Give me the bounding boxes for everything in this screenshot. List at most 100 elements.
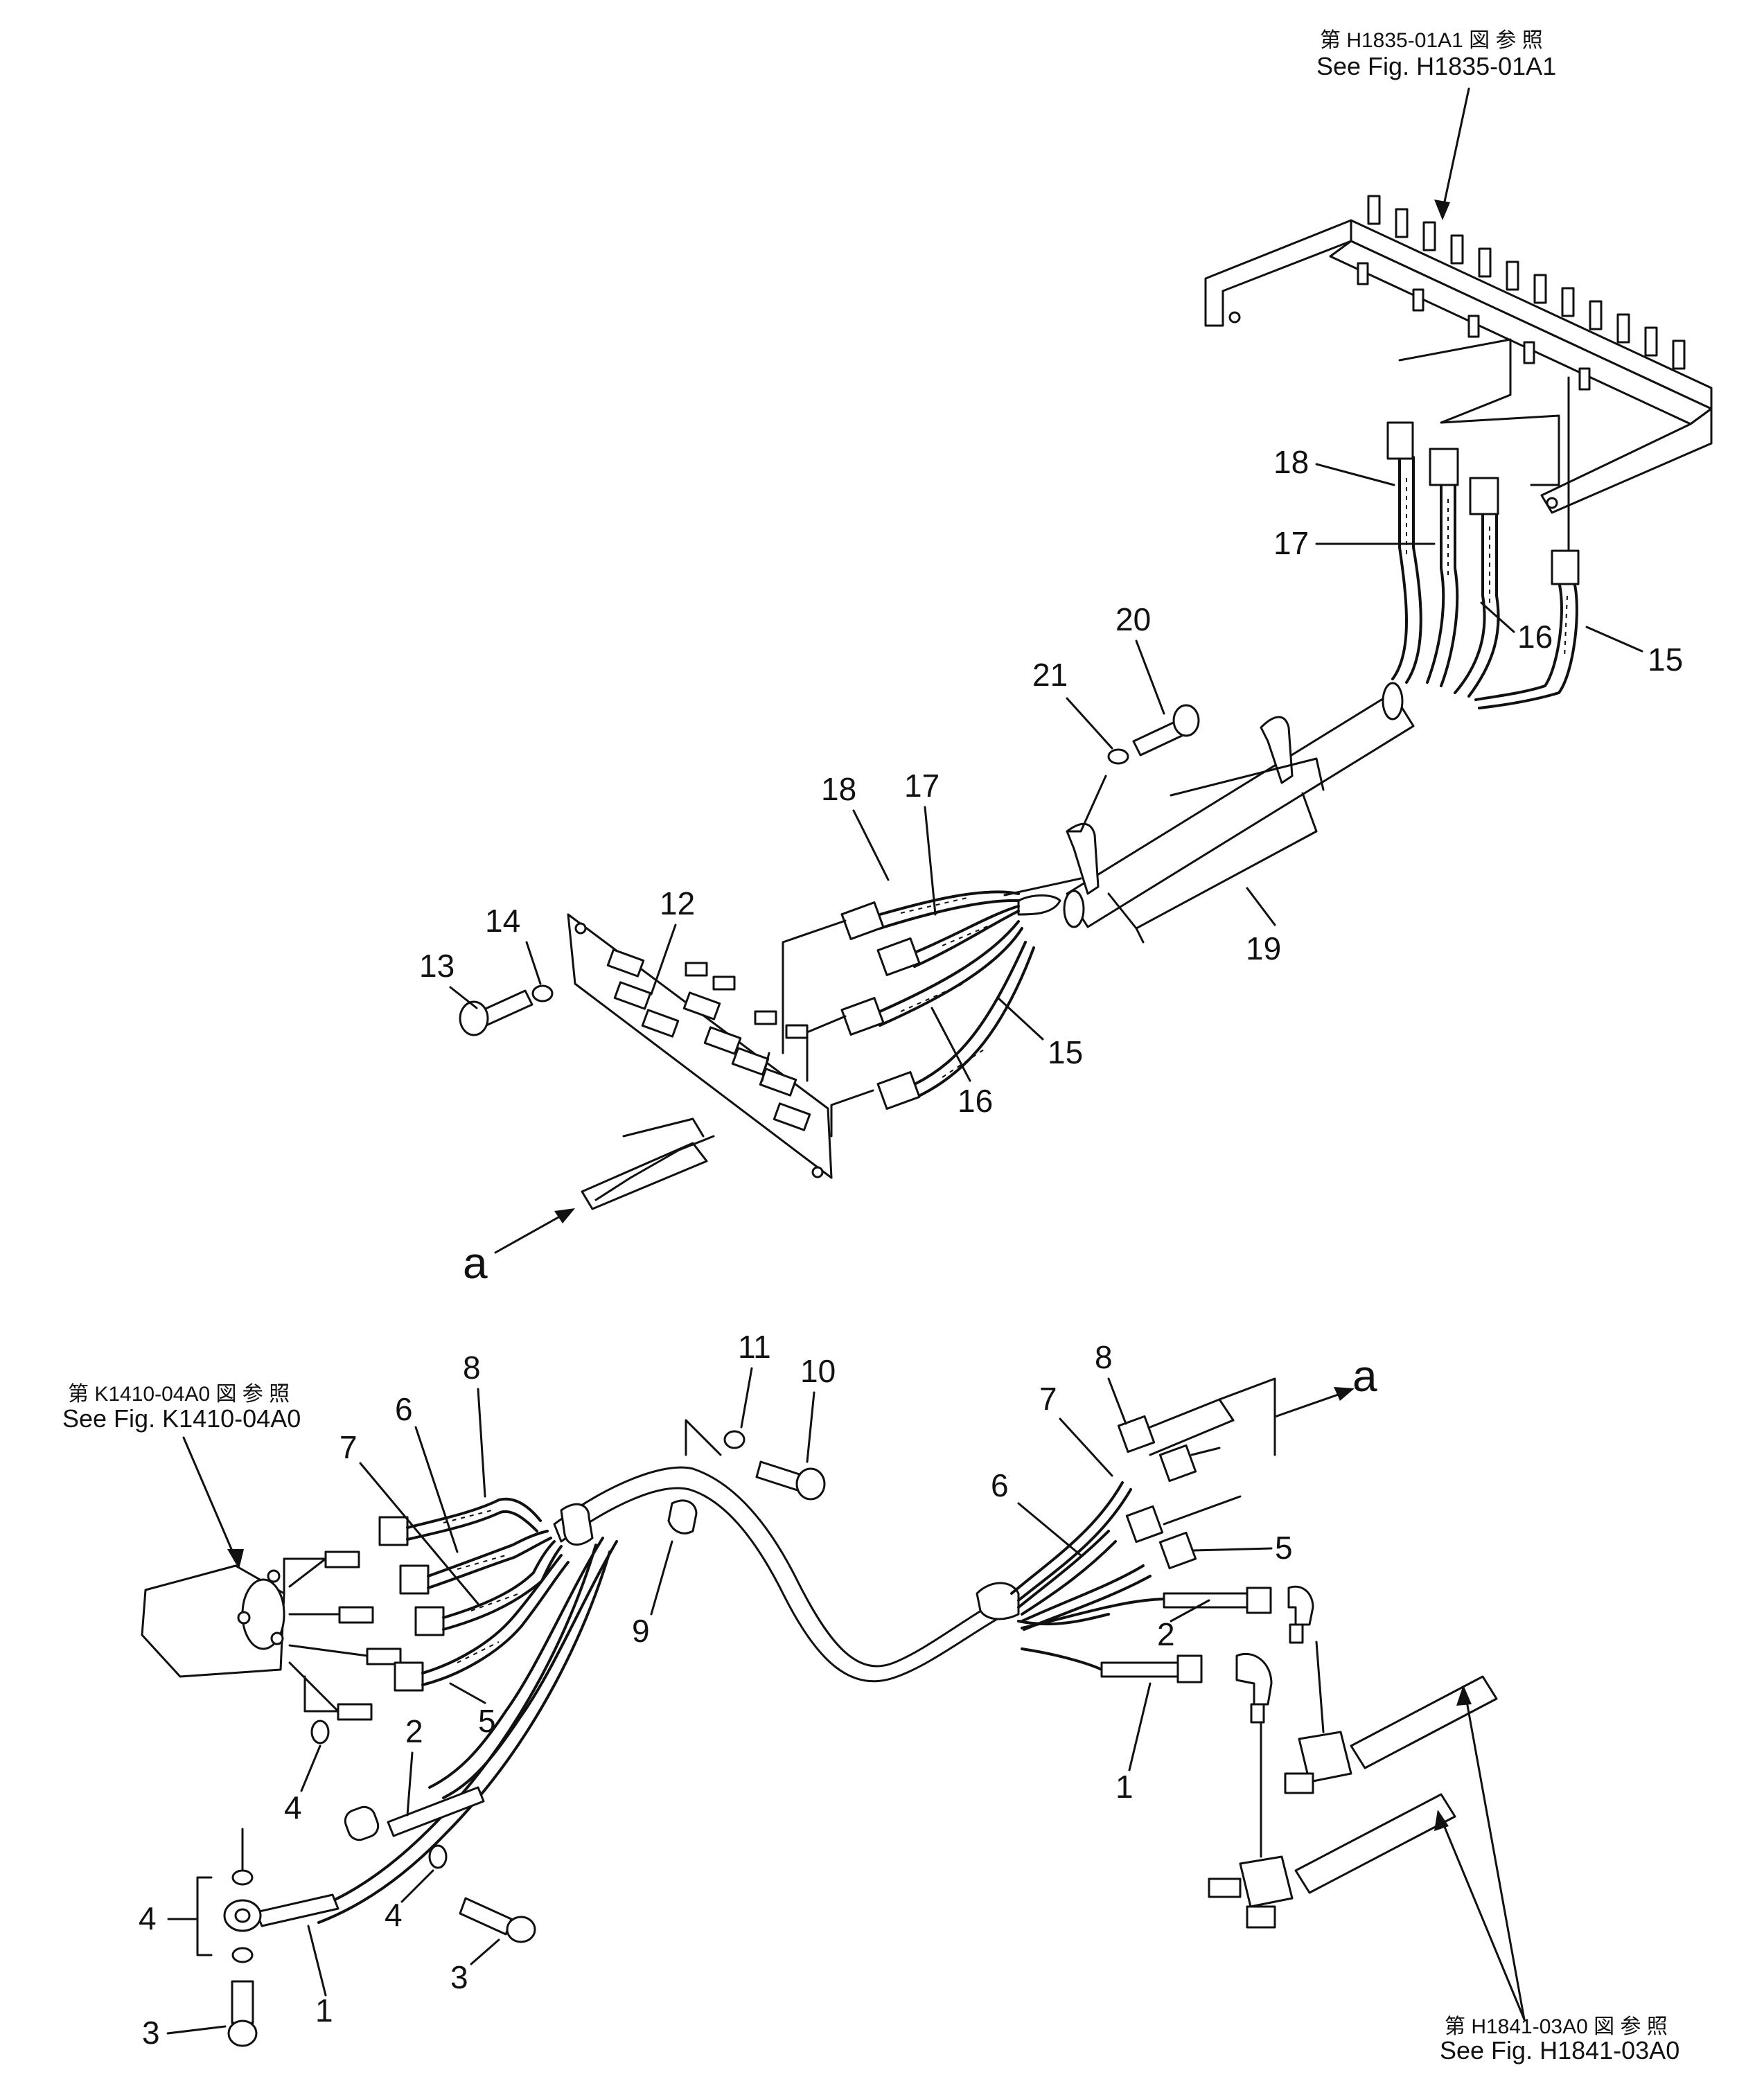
nut-6-right [1125,1505,1164,1544]
arrow-label-a-top: a [463,1238,488,1288]
hose-1-sleeve [255,1893,339,1927]
callout-8-left: 8 [463,1350,481,1386]
callout-10: 10 [800,1353,836,1389]
callout-2-left: 2 [405,1713,423,1749]
callout-6-right: 6 [991,1467,1009,1503]
bolt-20 [1132,704,1200,757]
callout-5-right: 5 [1275,1530,1293,1566]
hose-15-lower-nut [876,1071,921,1110]
callout-16-top: 16 [1517,619,1553,655]
callout-7-left: 7 [339,1429,358,1465]
swivel-joint [141,1564,285,1678]
hose-18-lower-nut [840,901,885,940]
nut-8-left [378,1516,409,1546]
callout-5-left: 5 [478,1703,496,1739]
hoses-right-1-2 [1021,1585,1314,1724]
hose-15-nut [1551,549,1580,585]
right-valves [1208,1641,1498,1929]
callout-21: 21 [1032,657,1068,693]
control-valve-block [1204,195,1713,556]
hose-17-lower-nut [876,937,921,976]
callout-20: 20 [1115,601,1151,637]
bolt-10 [755,1460,826,1501]
ref-top-jp: 第 H1835-01A1 図 参 照 [1320,29,1543,52]
callout-8-right: 8 [1095,1339,1113,1375]
o-ring-4a [310,1720,330,1744]
ref-left-en: See Fig. K1410-04A0 [62,1404,301,1433]
callout-2-right: 2 [1157,1616,1175,1652]
bolt-3-right [459,1897,513,1936]
hose-2-right-nut [1246,1587,1272,1614]
callout-17-top: 17 [1273,525,1309,561]
valve-upper [1298,1731,1352,1783]
ref-right-en: See Fig. H1841-03A0 [1440,2036,1679,2065]
pipe-lower [1294,1793,1456,1894]
bolt-3-bottom [231,1980,254,2024]
upper-hoses-right [1386,421,1580,709]
hose-2-sleeve [387,1786,485,1837]
plate-fittings [606,948,811,1131]
callout-18-top: 18 [1273,444,1309,480]
callout-17-mid: 17 [904,768,940,804]
lower-callouts: 8 6 7 5 11 10 9 8 7 6 5 2 1 2 4 4 3 4 [139,1329,1293,2051]
callout-16-mid: 16 [958,1083,993,1119]
callout-3-bottom: 3 [142,2015,160,2051]
hose-16-nut [1469,477,1499,515]
upper-callouts: 18 17 16 15 20 21 19 18 17 16 15 12 13 1… [419,444,1683,1119]
ref-top-en: See Fig. H1835-01A1 [1316,52,1556,80]
eye-fitting-2 [344,1805,380,1841]
callout-7-right: 7 [1039,1381,1057,1417]
washer-11 [723,1430,746,1449]
protective-sleeve [1003,682,1415,928]
callout-6-left: 6 [395,1391,413,1427]
callout-18-mid: 18 [821,771,856,807]
nut-6-left [399,1564,430,1595]
callout-9: 9 [632,1613,650,1649]
o-ring-4c [231,1947,254,1963]
elbow-lower [1235,1652,1273,1706]
branch-hose-lower-left [223,1537,618,1932]
hose-1-right-nut [1176,1654,1203,1683]
callout-11: 11 [738,1329,771,1365]
callout-15-mid: 15 [1048,1034,1083,1070]
callout-3-right: 3 [450,1959,468,1995]
nut-5-left [394,1661,424,1692]
callout-4-left: 4 [139,1900,157,1936]
callout-13: 13 [419,948,455,984]
valve-lower [1239,1855,1294,1908]
hose-17-nut [1429,448,1459,486]
bolt-13 [459,989,533,1036]
callout-4-upper: 4 [284,1789,302,1826]
callout-1-left: 1 [315,1992,333,2029]
pipe-upper [1350,1675,1498,1769]
upper-hoses-left [840,890,1035,1110]
valve-fittings-row [1367,195,1686,370]
callout-14: 14 [485,903,520,939]
o-ring-4d [428,1844,448,1869]
nut-5-right [1158,1531,1197,1570]
hose-18-nut [1386,421,1414,460]
manifold-plate [567,913,833,1179]
nut-8-right [1117,1415,1156,1453]
nut-7-left [414,1606,445,1636]
o-ring-4b [231,1869,254,1886]
hose-16-lower-nut [840,997,885,1036]
callout-15-top: 15 [1648,642,1683,678]
callout-1-right: 1 [1115,1769,1134,1805]
lower-hoses-left [378,1497,570,1692]
swivel-fittings [283,1550,402,1721]
elbow-upper [1287,1585,1314,1626]
o-rings-and-bolts [227,1720,536,2047]
arrow-label-a-bottom: a [1352,1351,1377,1401]
callout-19: 19 [1246,930,1281,966]
washer-21 [1107,748,1129,765]
lower-hoses-right [1010,1377,1355,1631]
nut-7-right [1158,1444,1197,1483]
ref-right-jp: 第 H1841-03A0 図 参 照 [1445,2015,1668,2038]
callout-12: 12 [660,885,695,921]
callout-4-right: 4 [385,1897,403,1933]
hose-bundle-tube [553,1466,1020,1683]
valve-lower-fittings [1357,262,1591,391]
washer-14 [531,984,554,1002]
